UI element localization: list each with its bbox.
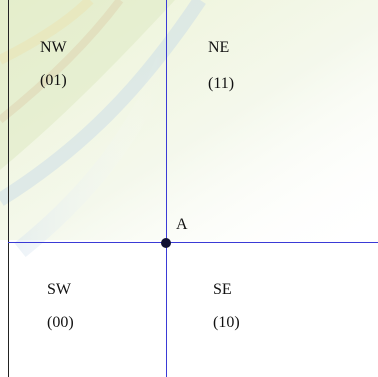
ne-quadrant-label: NE (11) <box>208 38 234 94</box>
point-a-marker <box>161 238 171 248</box>
sw-quadrant-label: SW (00) <box>47 280 74 333</box>
ne-name: NE <box>208 39 230 56</box>
sw-name: SW <box>47 281 71 298</box>
quadrant-grid <box>8 0 378 377</box>
ne-code: (11) <box>208 75 235 92</box>
se-code: (10) <box>213 314 240 331</box>
sw-code: (00) <box>47 314 74 331</box>
nw-quadrant-label: NW (01) <box>40 38 67 91</box>
se-name: SE <box>213 281 232 298</box>
point-a-label: A <box>176 216 188 233</box>
se-quadrant-label: SE (10) <box>213 280 240 333</box>
nw-name: NW <box>40 39 67 56</box>
nw-code: (01) <box>40 72 67 89</box>
